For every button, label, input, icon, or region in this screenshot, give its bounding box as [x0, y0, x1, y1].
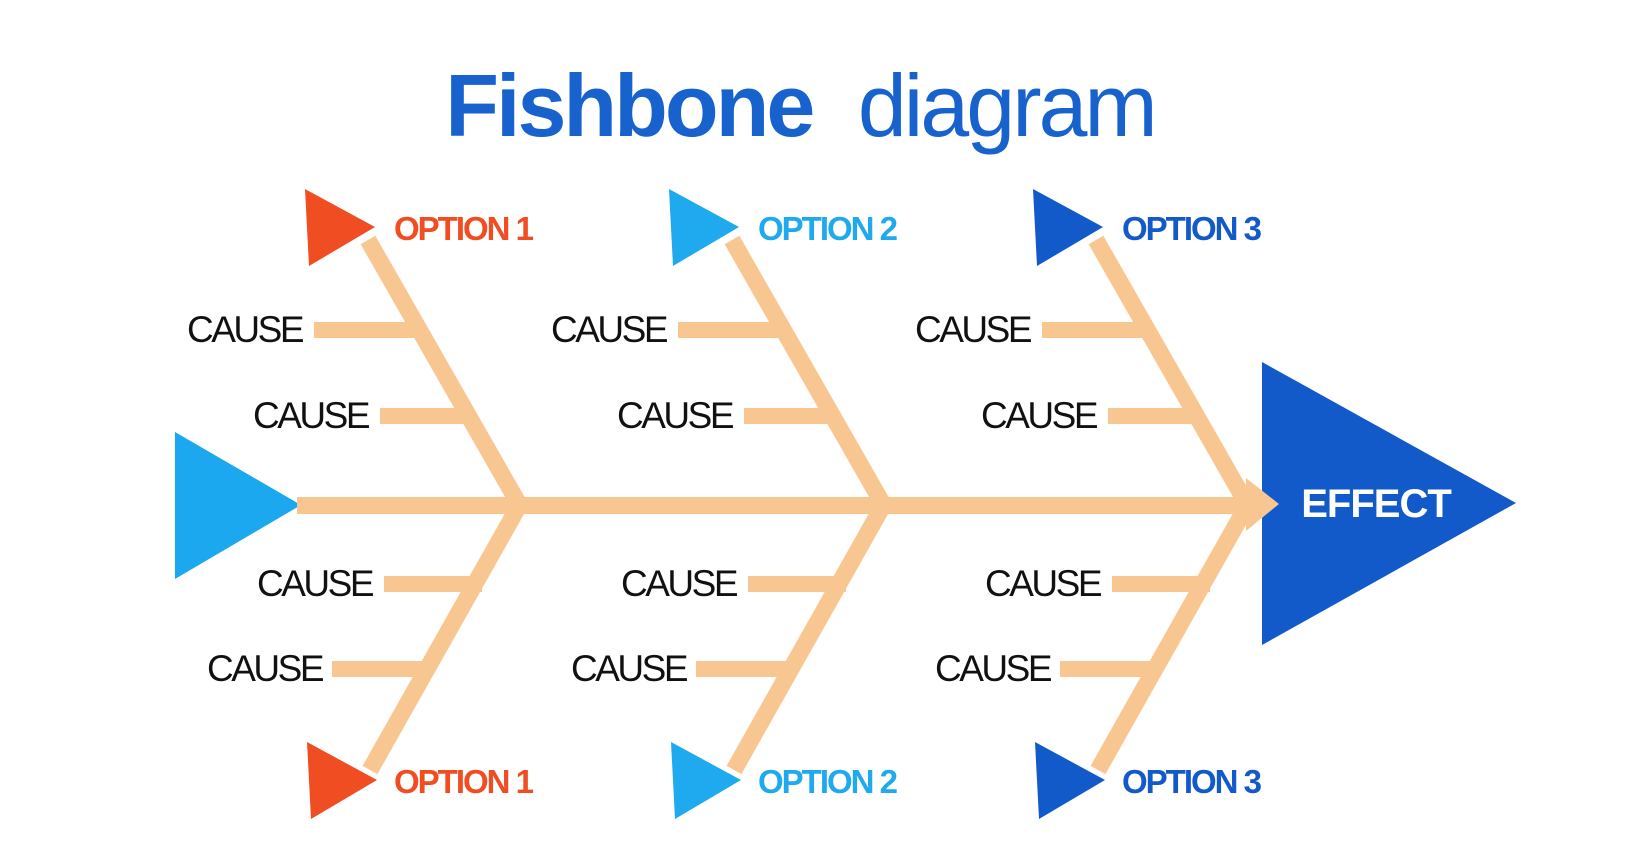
cause-label: CAUSE: [617, 395, 734, 436]
cause-connector: [314, 322, 424, 338]
cause-connector: [332, 661, 432, 677]
cause-label: CAUSE: [985, 563, 1102, 604]
bottom-bone-3: [1090, 499, 1256, 775]
cause-connector: [1060, 661, 1160, 677]
cause-label: CAUSE: [935, 648, 1052, 689]
cause-label: CAUSE: [253, 395, 370, 436]
cause-label: CAUSE: [187, 309, 304, 350]
cause-connector: [696, 661, 796, 677]
arrowhead-icon-option-2-top: [669, 189, 739, 266]
option-3-bottom-label: OPTION 3: [1122, 763, 1262, 800]
cause-connector: [1112, 576, 1210, 592]
cause-label: CAUSE: [257, 563, 374, 604]
option-2-bottom-label: OPTION 2: [758, 763, 898, 800]
arrowhead-icon-option-3-top: [1033, 189, 1103, 266]
arrowhead-icon-option-3-bottom: [1035, 742, 1105, 819]
top-bone-3: [1088, 235, 1256, 511]
bone-group-option-3: CAUSE CAUSE CAUSE CAUSE OPTION 3 OPTION …: [915, 189, 1264, 819]
option-3-top-label: OPTION 3: [1122, 210, 1262, 247]
title-word-bold: Fishbone: [445, 56, 812, 155]
bone-group-option-2: CAUSE CAUSE CAUSE CAUSE OPTION 2 OPTION …: [551, 189, 900, 819]
cause-connector: [678, 322, 788, 338]
cause-label: CAUSE: [551, 309, 668, 350]
spine-bar: [297, 497, 1252, 514]
cause-connector: [748, 576, 846, 592]
cause-label: CAUSE: [981, 395, 1098, 436]
option-1-bottom-label: OPTION 1: [394, 763, 534, 800]
tail-arrow-icon: [175, 432, 301, 579]
option-1-top-label: OPTION 1: [394, 210, 534, 247]
effect-label: EFFECT: [1301, 482, 1451, 526]
cause-connector: [744, 408, 838, 424]
cause-connector: [380, 408, 474, 424]
bone-group-option-1: CAUSE CAUSE CAUSE CAUSE OPTION 1 OPTION …: [187, 189, 536, 819]
cause-label: CAUSE: [207, 648, 324, 689]
bottom-bone-1: [362, 499, 528, 775]
top-bone-1: [360, 235, 528, 511]
page-title: Fishbone diagram: [445, 56, 1155, 155]
arrowhead-icon-option-1-bottom: [307, 742, 377, 819]
option-2-top-label: OPTION 2: [758, 210, 898, 247]
cause-label: CAUSE: [915, 309, 1032, 350]
effect-arrow: [1262, 362, 1516, 645]
top-bone-2: [724, 235, 892, 511]
cause-connector: [384, 576, 482, 592]
cause-connector: [1042, 322, 1152, 338]
bottom-bone-2: [726, 499, 892, 775]
arrowhead-icon-option-2-bottom: [671, 742, 741, 819]
cause-label: CAUSE: [571, 648, 688, 689]
spine-arrowhead-icon: [1246, 478, 1279, 531]
title-word-light: diagram: [858, 56, 1155, 155]
cause-connector: [1108, 408, 1202, 424]
arrowhead-icon-option-1-top: [305, 189, 375, 266]
cause-label: CAUSE: [621, 563, 738, 604]
